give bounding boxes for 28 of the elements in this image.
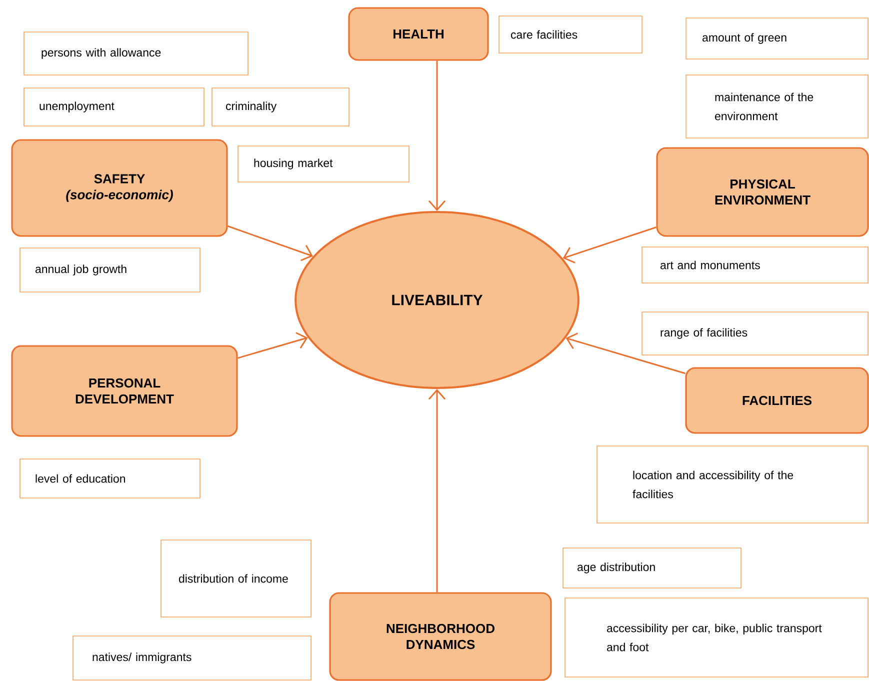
indicator-box: location and accessibility of the facilities [596,446,868,524]
indicator-box: annual job growth [20,248,200,292]
category-box: NEIGHBORHOOD DYNAMICS [329,592,552,681]
category-box: SAFETY (socio-economic) [11,139,228,237]
indicator-box: age distribution [562,548,742,588]
indicator-box: unemployment [24,88,204,126]
arrow [428,60,446,211]
indicator-box: range of facilities [642,312,868,356]
indicator-box: distribution of income [160,540,312,618]
category-box: HEALTH [348,7,489,61]
arrow [428,389,446,592]
category-box: PERSONAL DEVELOPMENT [11,345,238,437]
category-box: PHYSICAL ENVIRONMENT [656,147,869,237]
category-box: FACILITIES [685,367,869,434]
arrow [238,332,308,359]
indicator-box: maintenance of the environment [686,74,868,138]
indicator-box: accessibility per car, bike, public transport and foot [564,598,868,678]
indicator-box: natives/ immigrants [72,636,312,680]
indicator-box: criminality [212,88,350,126]
indicator-box: persons with allowance [24,32,248,76]
arrow [228,225,313,262]
arrow [562,226,656,264]
indicator-box: housing market [238,146,410,182]
indicator-box: amount of green [686,18,868,60]
indicator-box: level of education [20,458,200,498]
indicator-box: care facilities [498,16,642,54]
arrow [566,332,686,374]
indicator-box: art and monuments [642,246,868,284]
